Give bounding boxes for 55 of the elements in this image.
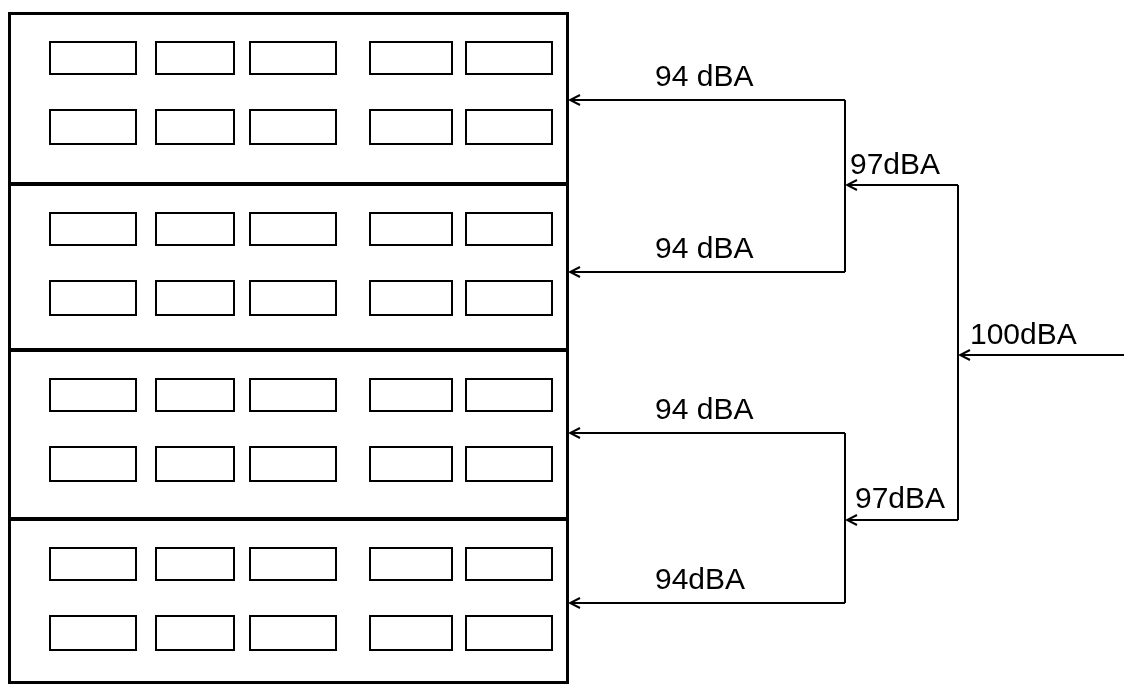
window-box bbox=[49, 378, 137, 412]
window-box bbox=[155, 280, 235, 316]
window-box bbox=[249, 378, 337, 412]
floor-band bbox=[8, 349, 569, 520]
window-box bbox=[369, 212, 453, 246]
window-box bbox=[465, 41, 553, 75]
window-box bbox=[465, 109, 553, 145]
edge-label: 94 dBA bbox=[655, 60, 754, 92]
window-box bbox=[155, 615, 235, 651]
window-box bbox=[249, 446, 337, 482]
level-label: 97dBA bbox=[855, 482, 946, 514]
window-box bbox=[369, 41, 453, 75]
window-box bbox=[49, 212, 137, 246]
window-box bbox=[465, 547, 553, 581]
arrow bbox=[569, 266, 846, 278]
window-box bbox=[49, 446, 137, 482]
window-box bbox=[155, 446, 235, 482]
window-box bbox=[155, 212, 235, 246]
floor-band bbox=[8, 183, 569, 351]
arrow bbox=[569, 597, 846, 609]
window-box bbox=[369, 615, 453, 651]
window-box bbox=[369, 446, 453, 482]
window-box bbox=[155, 547, 235, 581]
window-box bbox=[49, 109, 137, 145]
level-label: 97dBA bbox=[850, 148, 941, 180]
window-box bbox=[369, 378, 453, 412]
window-box bbox=[369, 109, 453, 145]
edge-label: 94 dBA bbox=[655, 393, 754, 425]
window-box bbox=[49, 280, 137, 316]
floor-band bbox=[8, 518, 569, 684]
arrow bbox=[569, 94, 846, 106]
window-box bbox=[49, 615, 137, 651]
edge-label: 94dBA bbox=[655, 563, 746, 595]
window-box bbox=[249, 212, 337, 246]
floor-band bbox=[8, 12, 569, 185]
window-box bbox=[49, 41, 137, 75]
window-box bbox=[155, 41, 235, 75]
window-box bbox=[249, 280, 337, 316]
window-box bbox=[465, 615, 553, 651]
window-box bbox=[369, 547, 453, 581]
window-box bbox=[465, 446, 553, 482]
window-box bbox=[249, 547, 337, 581]
window-box bbox=[49, 547, 137, 581]
level-label: 100dBA bbox=[970, 318, 1077, 350]
arrow bbox=[569, 427, 846, 439]
window-box bbox=[249, 109, 337, 145]
window-box bbox=[155, 109, 235, 145]
window-box bbox=[369, 280, 453, 316]
window-box bbox=[465, 378, 553, 412]
window-box bbox=[249, 41, 337, 75]
window-box bbox=[155, 378, 235, 412]
window-box bbox=[465, 280, 553, 316]
window-box bbox=[465, 212, 553, 246]
window-box bbox=[249, 615, 337, 651]
edge-label: 94 dBA bbox=[655, 232, 754, 264]
